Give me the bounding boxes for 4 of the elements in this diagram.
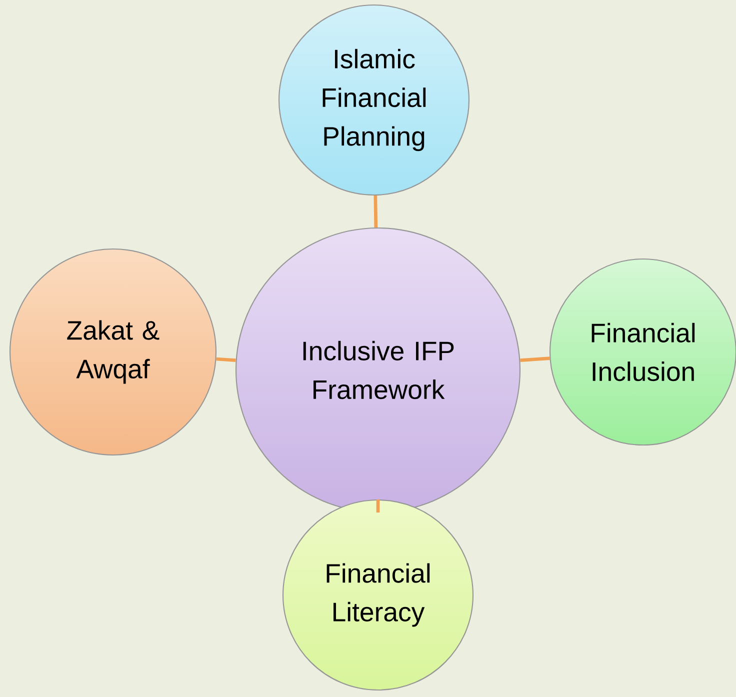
connector-line: [520, 356, 550, 362]
connector-line: [376, 499, 380, 513]
connector-line: [374, 196, 378, 228]
connector-line: [216, 357, 236, 362]
